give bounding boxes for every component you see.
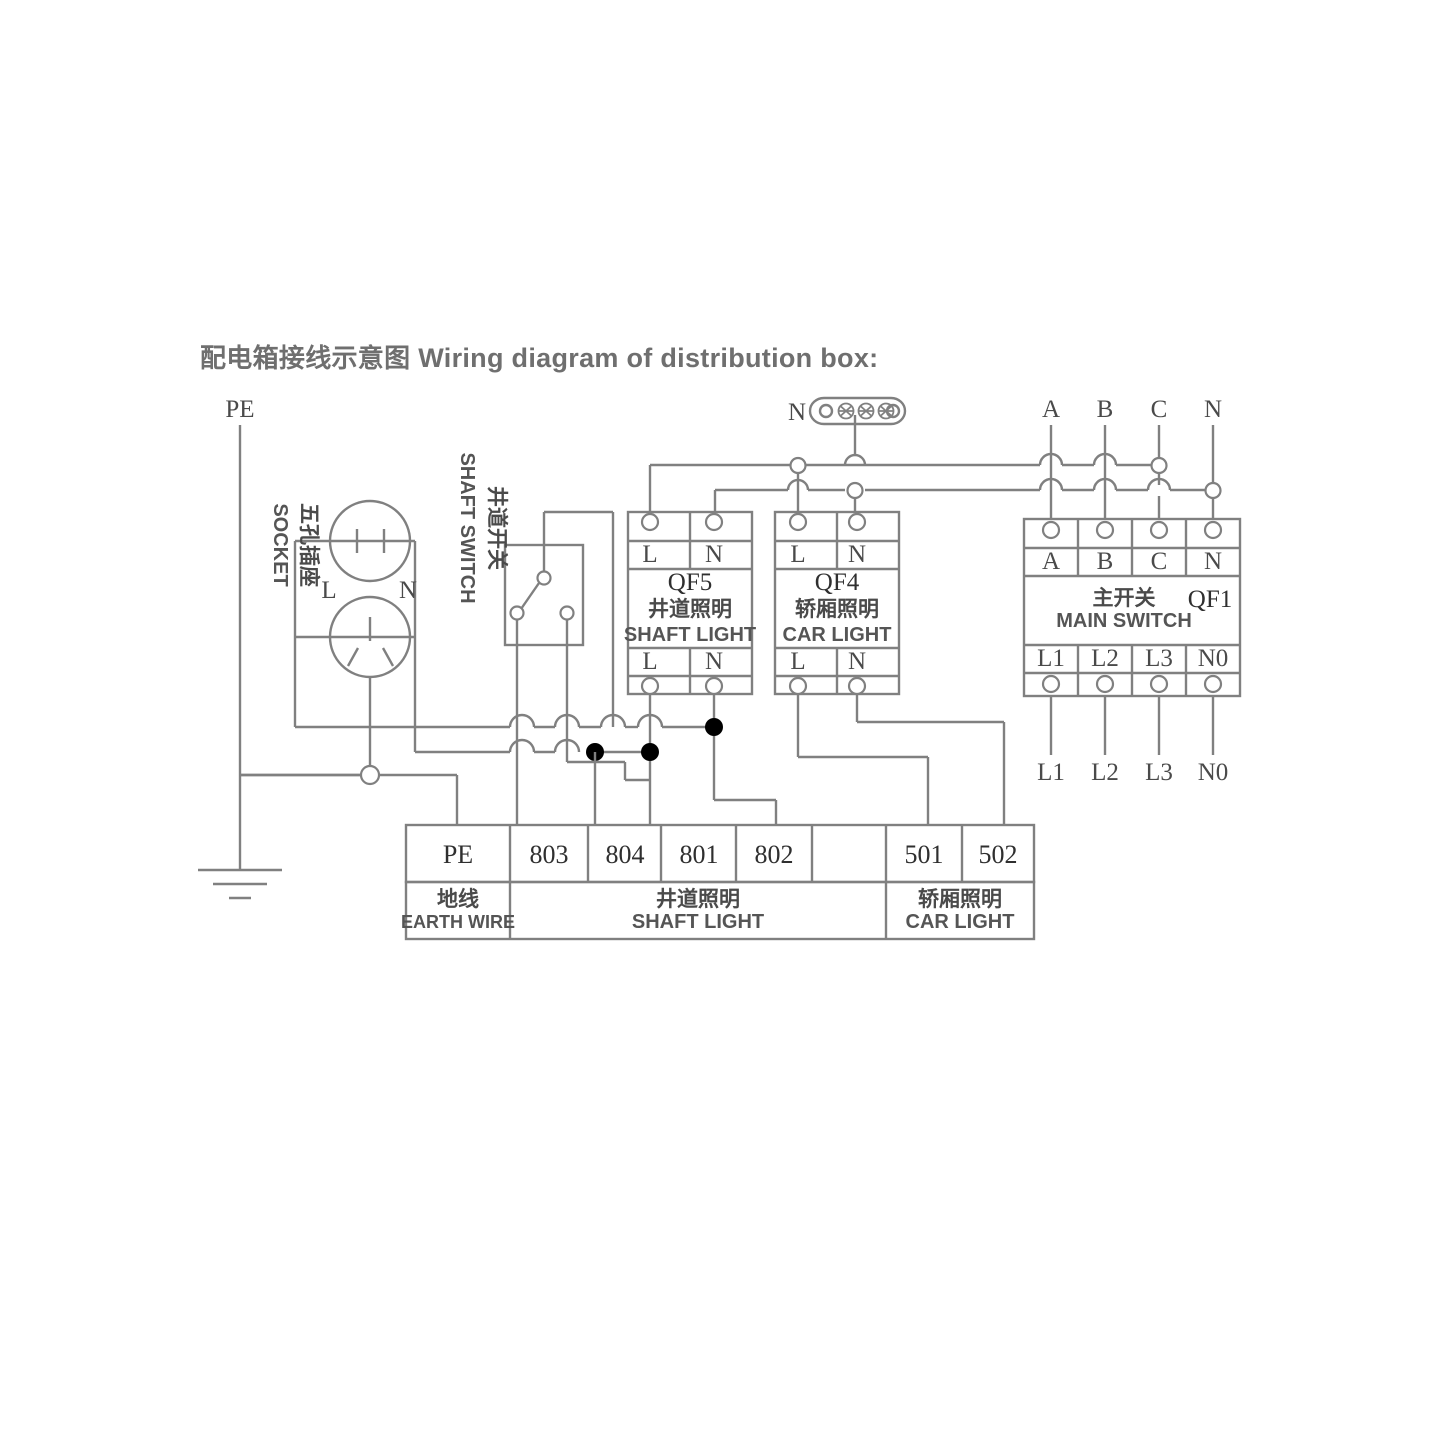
socket-terminal-n: N	[399, 577, 417, 604]
breaker-qf4	[773, 510, 901, 696]
qf5-top-l: L	[642, 541, 657, 568]
terminal-802: 802	[755, 840, 794, 869]
qf1-out-l3: L3	[1145, 759, 1173, 786]
group-earth-cn: 地线	[437, 887, 479, 911]
socket-label-cn: 五孔插座	[297, 503, 321, 587]
group-earth-en: EARTH WIRE	[401, 912, 515, 932]
qf1-label-cn: 主开关	[1093, 586, 1156, 610]
qf1-top-n: N	[1204, 548, 1222, 575]
qf1-label-en: MAIN SWITCH	[1056, 610, 1192, 632]
qf4-top-n: N	[848, 541, 866, 568]
main-switch-qf1	[1022, 517, 1242, 755]
terminal-501: 501	[905, 840, 944, 869]
qf1-out-l2: L2	[1091, 759, 1119, 786]
qf1-id: QF1	[1188, 586, 1232, 613]
group-car-cn: 轿厢照明	[918, 887, 1002, 911]
qf1-out-l1: L1	[1037, 759, 1065, 786]
qf5-id: QF5	[668, 569, 712, 596]
qf5-top-n: N	[705, 541, 723, 568]
terminal-pe: PE	[443, 840, 473, 869]
qf4-id: QF4	[815, 569, 860, 596]
label-phase-c: C	[1151, 396, 1168, 423]
qf1-bot-n0: N0	[1198, 645, 1229, 672]
terminal-801: 801	[680, 840, 719, 869]
label-phase-a: A	[1042, 396, 1060, 423]
qf1-bot-l1: L1	[1037, 645, 1065, 672]
qf5-label-cn: 井道照明	[648, 597, 732, 621]
group-car-en: CAR LIGHT	[906, 911, 1015, 933]
bus-line-upper	[648, 415, 1168, 512]
diagram-text-layer: PE N A B C N 五孔插座 SOCKET L N 井道开关 SHAFT …	[225, 396, 1232, 933]
n-terminal-block	[808, 396, 907, 426]
qf5-bot-l: L	[642, 648, 657, 675]
bus-line-lower	[713, 473, 1222, 512]
label-phase-n: N	[1204, 396, 1222, 423]
shaft-switch-label-en: SHAFT SWITCH	[456, 452, 478, 603]
label-pe-top: PE	[225, 396, 254, 423]
shaft-switch-symbol	[503, 510, 615, 727]
terminal-strip	[404, 823, 1036, 941]
shaft-switch-label-cn: 井道开关	[485, 486, 509, 570]
qf4-bot-l: L	[790, 648, 805, 675]
qf1-bot-l3: L3	[1145, 645, 1173, 672]
qf1-top-c: C	[1151, 548, 1168, 575]
breaker-output-wires	[515, 694, 1006, 825]
terminal-804: 804	[606, 840, 645, 869]
qf5-label-en: SHAFT LIGHT	[624, 624, 756, 646]
qf4-bot-n: N	[848, 648, 866, 675]
terminal-803: 803	[530, 840, 569, 869]
qf1-top-a: A	[1042, 548, 1060, 575]
qf1-bot-l2: L2	[1091, 645, 1119, 672]
qf4-top-l: L	[790, 541, 805, 568]
pe-earth-wiring	[198, 425, 459, 900]
group-shaft-en: SHAFT LIGHT	[632, 911, 764, 933]
breaker-qf5	[626, 510, 754, 696]
label-n-block: N	[788, 399, 806, 426]
qf1-out-n0: N0	[1198, 759, 1229, 786]
label-phase-b: B	[1097, 396, 1114, 423]
qf4-label-cn: 轿厢照明	[795, 597, 879, 621]
group-shaft-cn: 井道照明	[656, 887, 740, 911]
qf1-top-b: B	[1097, 548, 1114, 575]
terminal-502: 502	[979, 840, 1018, 869]
qf5-bot-n: N	[705, 648, 723, 675]
page-title-en: Wiring diagram of distribution box:	[418, 343, 879, 373]
socket-label-en: SOCKET	[269, 503, 291, 586]
page-title: 配电箱接线示意图 Wiring diagram of distribution …	[200, 338, 878, 375]
socket-terminal-l: L	[321, 577, 336, 604]
qf4-label-en: CAR LIGHT	[783, 624, 892, 646]
page-title-cn: 配电箱接线示意图	[200, 344, 411, 374]
source-feeder-lines	[1049, 425, 1215, 519]
